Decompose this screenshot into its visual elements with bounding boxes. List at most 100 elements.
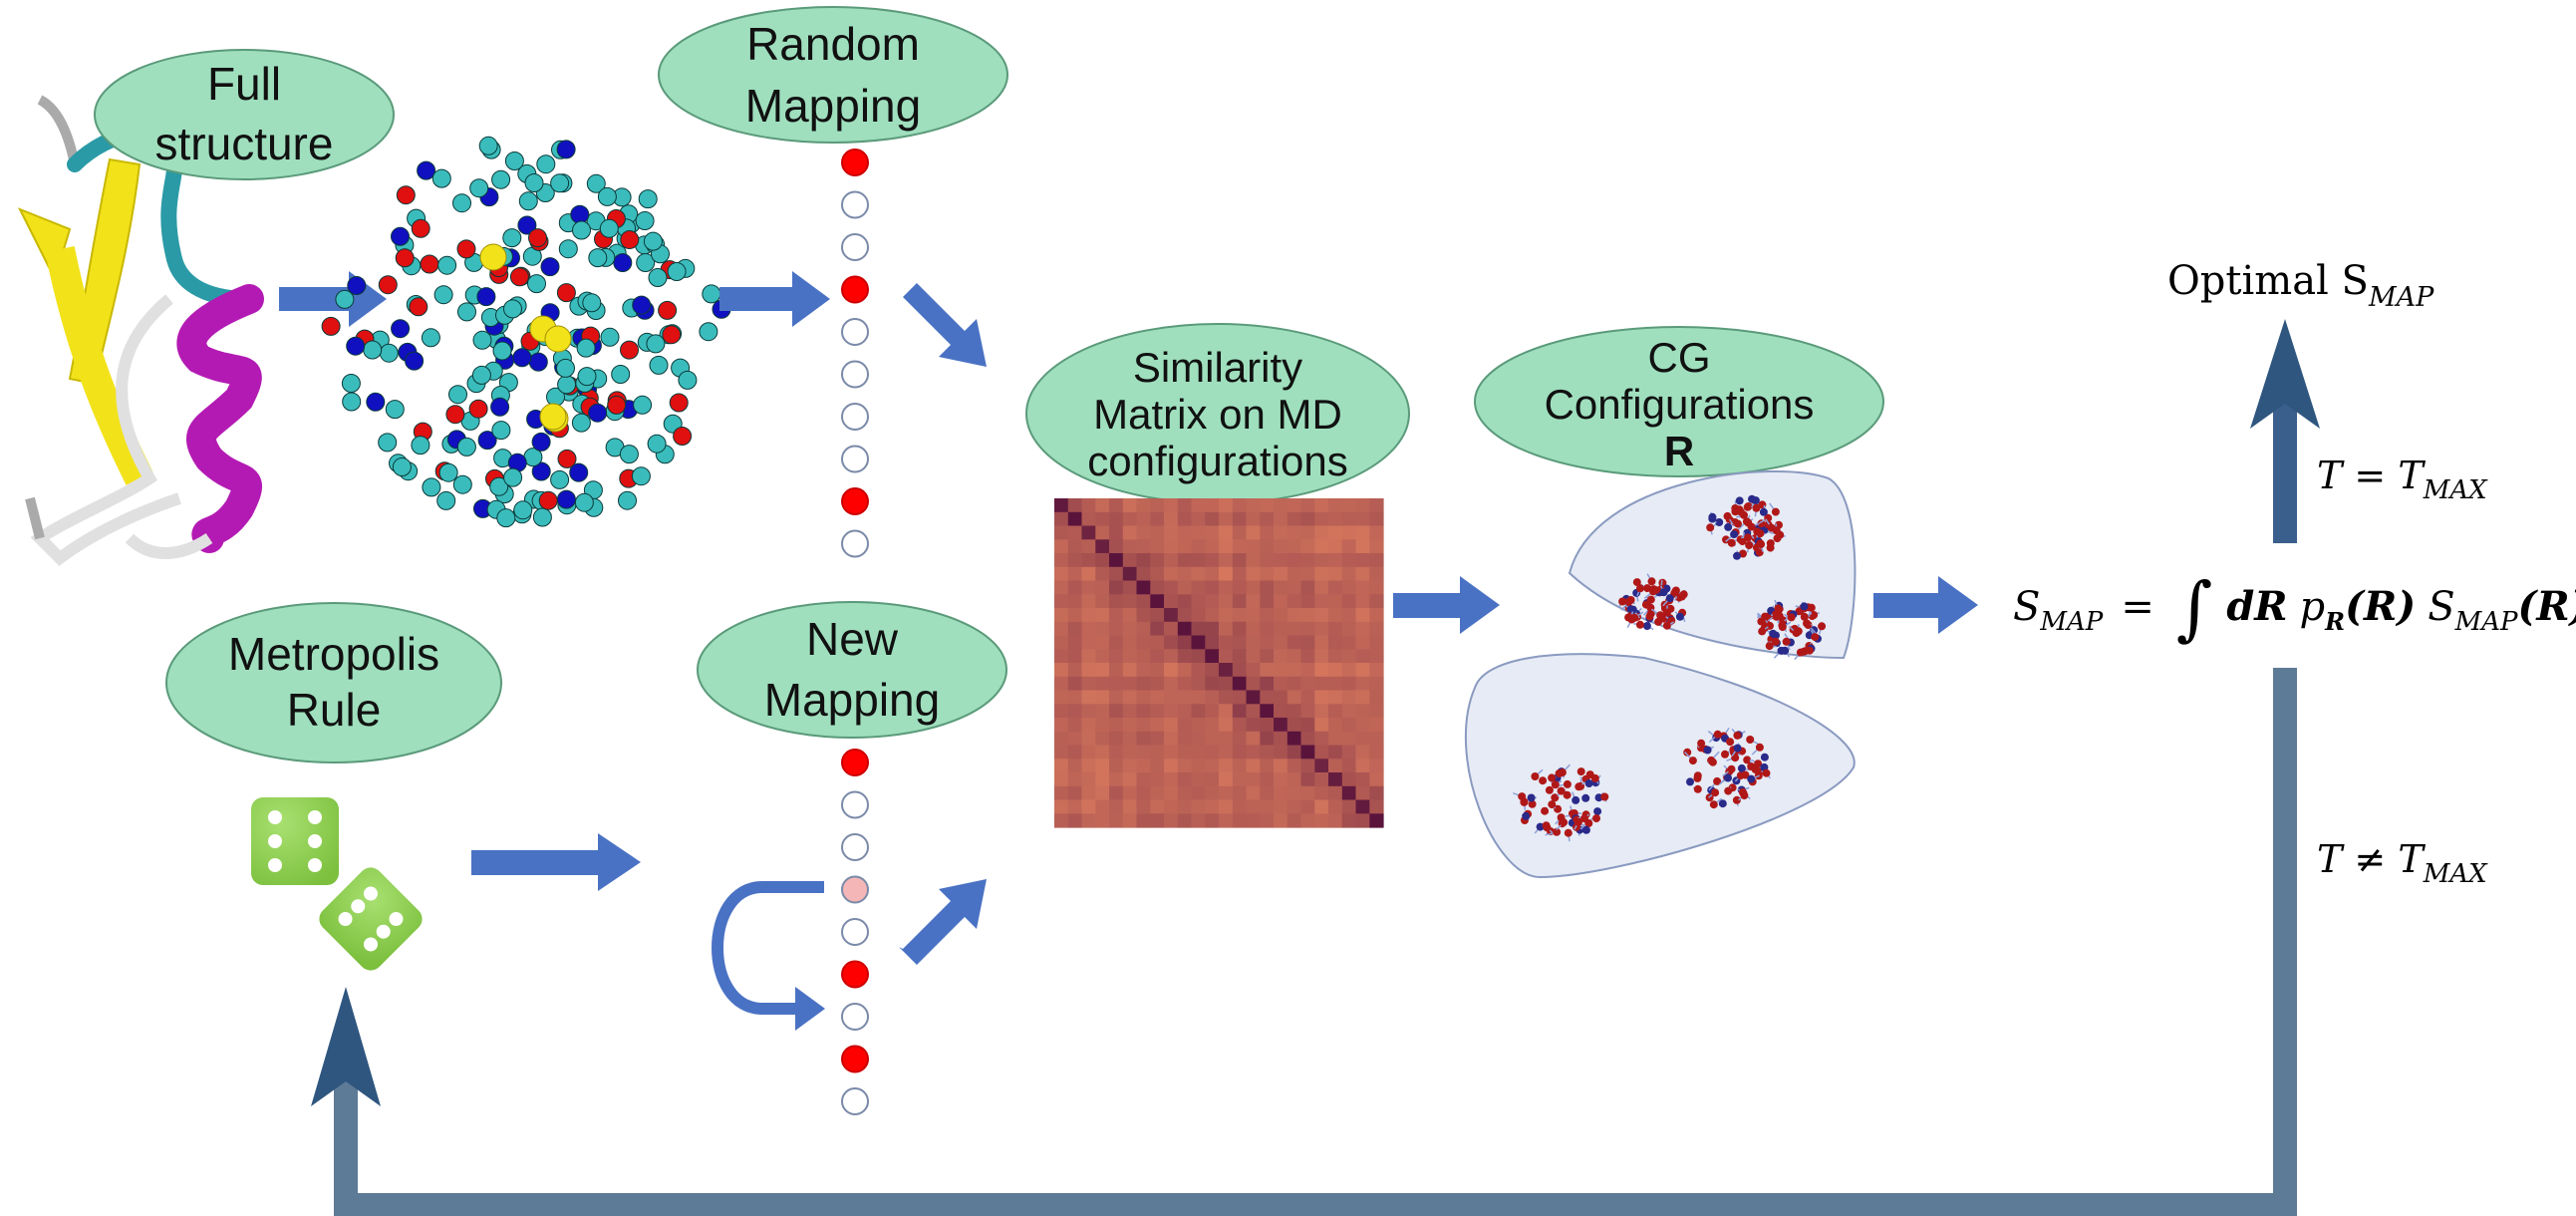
- heatmap-cell: [1341, 731, 1357, 747]
- dice-icon: [251, 797, 423, 971]
- heatmap-cell: [1054, 566, 1069, 582]
- heatmap-cell: [1300, 759, 1315, 773]
- heatmap-cell: [1136, 635, 1151, 650]
- heatmap-cell: [1355, 799, 1370, 814]
- heatmap-cell: [1260, 635, 1275, 650]
- heatmap-cell: [1067, 772, 1083, 787]
- heatmap-cell: [1081, 594, 1096, 609]
- heatmap-cell: [1369, 594, 1384, 609]
- heatmap-cell: [1232, 785, 1248, 801]
- heatmap-cell: [1341, 663, 1357, 678]
- heatmap-cell: [1246, 539, 1261, 554]
- heatmap-cell: [1341, 539, 1357, 554]
- heatmap-cell: [1369, 813, 1384, 828]
- heatmap-cell: [1150, 580, 1165, 595]
- eq-dr: dR: [2226, 583, 2287, 630]
- heatmap-cell: [1191, 799, 1206, 814]
- heatmap-cell: [1274, 553, 1288, 568]
- heatmap-cell: [1191, 663, 1206, 678]
- heatmap-cell: [1287, 635, 1302, 650]
- heatmap-cell: [1328, 785, 1343, 801]
- heatmap-cell: [1122, 690, 1138, 705]
- heatmap-cell: [1205, 799, 1220, 814]
- heatmap-cell: [1081, 785, 1096, 801]
- heatmap-cell: [1054, 813, 1069, 828]
- heatmap-cell: [1274, 635, 1288, 650]
- heatmap-cell: [1150, 594, 1165, 609]
- atom: [445, 405, 465, 425]
- heatmap-cell: [1260, 525, 1275, 540]
- heatmap-cell: [1177, 663, 1193, 678]
- atom: [699, 322, 718, 342]
- heatmap-cell: [1341, 608, 1357, 623]
- heatmap-cell: [1314, 772, 1329, 787]
- heatmap-cell: [1300, 799, 1315, 814]
- heatmap-cell: [1287, 704, 1302, 719]
- heatmap-cell: [1109, 580, 1124, 595]
- heatmap-cell: [1164, 731, 1179, 747]
- atom: [448, 385, 467, 405]
- heatmap-cell: [1300, 539, 1315, 554]
- heatmap-cell: [1232, 759, 1248, 773]
- heatmap-cell: [1341, 649, 1357, 664]
- heatmap-cell: [1328, 718, 1343, 733]
- atom: [528, 228, 547, 248]
- heatmap-cell: [1164, 649, 1179, 664]
- atom: [531, 461, 551, 481]
- heatmap-cell: [1109, 663, 1124, 678]
- heatmap-cell: [1067, 731, 1083, 747]
- heatmap-cell: [1122, 731, 1138, 747]
- heatmap-cell: [1341, 718, 1357, 733]
- atom: [379, 343, 399, 363]
- heatmap-cell: [1314, 511, 1329, 527]
- heatmap-cell: [1150, 772, 1165, 787]
- heatmap-cell: [1177, 553, 1193, 568]
- heatmap-cell: [1095, 759, 1110, 773]
- heatmap-cell: [1355, 745, 1370, 760]
- heatmap-cell: [1341, 635, 1357, 650]
- atom: [532, 507, 552, 527]
- atom: [556, 489, 576, 509]
- heatmap-cell: [1164, 813, 1179, 828]
- heatmap-cell: [1355, 663, 1370, 678]
- heatmap-cell: [1300, 772, 1315, 787]
- heatmap-cell: [1205, 690, 1220, 705]
- heatmap-cell: [1287, 621, 1302, 637]
- heatmap-cell: [1274, 566, 1288, 582]
- atom: [366, 392, 386, 412]
- atom: [618, 490, 637, 510]
- heatmap-cell: [1177, 785, 1193, 801]
- heatmap-cell: [1369, 539, 1384, 554]
- heatmap-cell: [1328, 594, 1343, 609]
- heatmap-cell: [1328, 799, 1343, 814]
- heatmap-cell: [1355, 690, 1370, 705]
- heatmap-cell: [1067, 580, 1083, 595]
- heatmap-cell: [1067, 759, 1083, 773]
- arrow-up-to-optimal: [2250, 319, 2320, 543]
- heatmap-cell: [1122, 580, 1138, 595]
- atom: [588, 403, 608, 423]
- atom: [638, 189, 658, 209]
- atom: [620, 230, 640, 249]
- atom: [396, 185, 416, 205]
- similarity-matrix-bubble: Similarity Matrix on MD configurations: [1025, 323, 1410, 504]
- heatmap-cell: [1136, 690, 1151, 705]
- heatmap-cell: [1246, 608, 1261, 623]
- atom: [341, 374, 361, 393]
- heatmap-cell: [1369, 799, 1384, 814]
- heatmap-cell: [1177, 704, 1193, 719]
- t-not-equal-sub: MAX: [2423, 859, 2488, 889]
- atom: [517, 215, 537, 235]
- heatmap-cell: [1054, 718, 1069, 733]
- atom: [558, 239, 578, 259]
- cg-configurations-label-r: R: [1664, 428, 1694, 474]
- heatmap-cell: [1355, 718, 1370, 733]
- atom: [597, 186, 617, 206]
- random-mapping-bead: [841, 233, 869, 261]
- eq-p-arg: (R): [2345, 583, 2416, 630]
- heatmap-cell: [1341, 511, 1357, 527]
- heatmap-cell: [1136, 553, 1151, 568]
- atom: [576, 338, 596, 358]
- heatmap-cell: [1177, 759, 1193, 773]
- heatmap-cell: [1177, 799, 1193, 814]
